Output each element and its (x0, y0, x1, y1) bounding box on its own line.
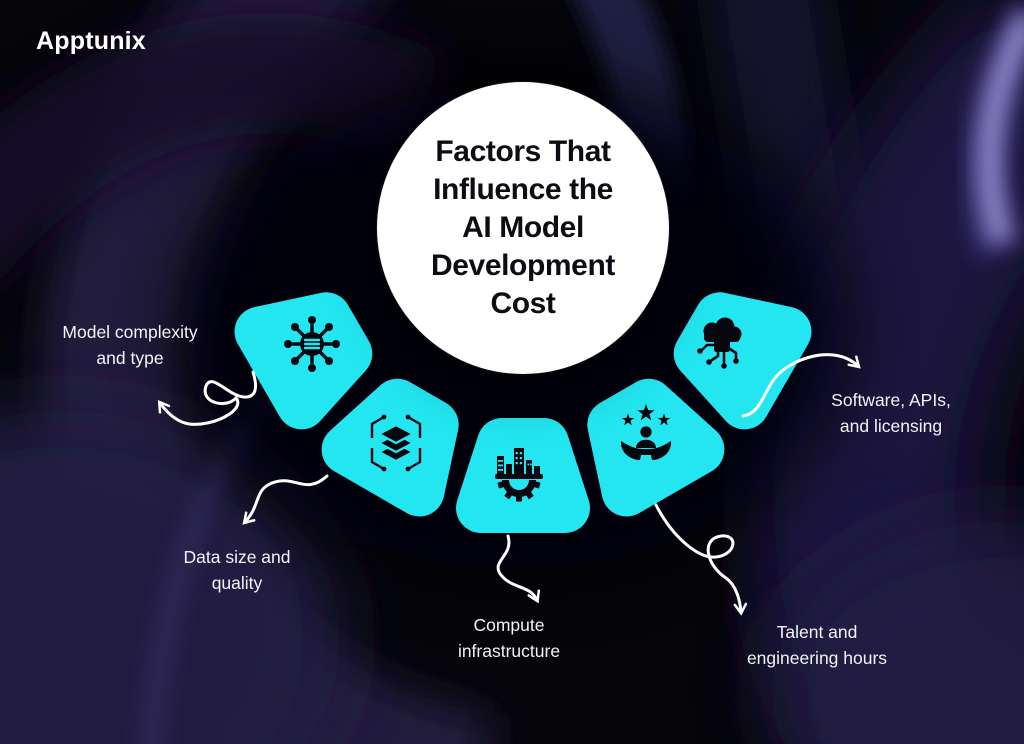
label-line: engineering hours (746, 648, 888, 668)
swirl-highlight-right (979, 13, 1024, 244)
label-line: quality (211, 573, 263, 593)
label-line: Compute (473, 615, 545, 635)
apptunix-logo: Apptunix (36, 27, 146, 55)
curved-arrow-talent (654, 503, 748, 616)
title-line: Factors That (435, 135, 611, 168)
label-line: infrastructure (457, 641, 561, 661)
city-gear-icon (495, 448, 543, 502)
label-line: Model complexity (62, 322, 198, 342)
factor-label-talent: Talent and engineering hours (747, 619, 887, 671)
label-line: and type (96, 348, 164, 368)
title-line: Development (431, 249, 615, 282)
curved-arrow-compute (496, 534, 541, 604)
title-line: Influence the (433, 173, 613, 206)
factor-label-software: Software, APIs, and licensing (831, 387, 951, 439)
title-line: AI Model (462, 211, 584, 244)
person-stars-icon (620, 404, 672, 460)
ai-network-icon (284, 316, 340, 372)
factor-tile-software (688, 299, 786, 404)
swirl-ribbon-topleft (0, 13, 447, 282)
cloud-circuit-icon (697, 317, 742, 369)
label-line: and licensing (839, 416, 943, 436)
label-line: Talent and (776, 622, 858, 642)
factor-label-compute: Compute infrastructure (458, 612, 560, 664)
connector-arrows (157, 353, 861, 616)
label-line: Data size and (183, 547, 291, 567)
center-title-circle: Factors That Influence the AI Model Deve… (377, 82, 669, 374)
title-line: Cost (490, 287, 556, 320)
curved-arrow-software (741, 353, 861, 418)
label-line: Software, APIs, (831, 390, 951, 410)
factor-label-model-complexity: Model complexity and type (62, 319, 197, 371)
curved-arrow-data-size (242, 474, 329, 525)
data-layers-icon (370, 414, 422, 472)
swirl-glow-bottomright (770, 520, 1024, 744)
factor-label-data-size: Data size and quality (183, 544, 290, 596)
curved-arrow-model-complexity (157, 370, 258, 426)
